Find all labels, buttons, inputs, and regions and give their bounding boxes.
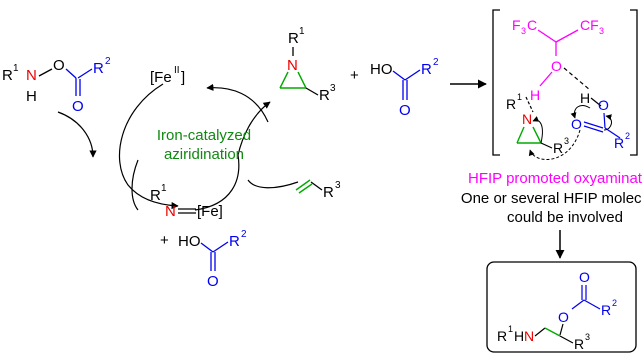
alkene-r3: R [323, 184, 334, 201]
product-r2-superscript: 2 [612, 298, 617, 308]
note-line1: One or several HFIP molecules [461, 190, 642, 207]
reagent-r2: R [93, 60, 104, 77]
reagent-r1-superscript: 1 [13, 63, 19, 74]
reagent-carbonyl-oxygen: O [72, 98, 84, 115]
product-r1: R [497, 328, 507, 344]
ts-carbonyl-oxygen: O [571, 116, 582, 132]
ts-cf3-right: CF [580, 17, 599, 33]
cycle-caption-line2: aziridination [164, 146, 244, 163]
nitrene-nitrogen: N [165, 203, 176, 220]
ts-nitrogen: N [522, 111, 532, 127]
product-r2: R [601, 302, 611, 318]
ts-cf3-right-subscript: 3 [599, 26, 604, 36]
product-box: O R 2 O R 1 H N R 3 [486, 261, 637, 353]
alkene-r3-superscript: 3 [335, 180, 341, 191]
ts-hfip-hydrogen: H [530, 87, 540, 103]
ts-r3: R [553, 140, 563, 156]
ts-cf3-left-c: C [527, 17, 537, 33]
cycle-caption-line1: Iron-catalyzed [157, 127, 251, 144]
product-r3: R [574, 336, 584, 352]
hfip-caption: HFIP promoted oxyamination [468, 170, 642, 187]
fe-ii-open: [Fe [150, 69, 172, 86]
plus-sign-top: + [350, 67, 359, 84]
acid-out-arrow [131, 159, 139, 211]
reagent-r2-superscript: 2 [105, 56, 111, 67]
product-r3-superscript: 3 [585, 332, 590, 342]
ts-acid-oxygen: O [598, 97, 609, 113]
note-line2: could be involved [507, 209, 623, 226]
fe-ii-superscript: II [174, 65, 180, 76]
ts-cf3-left-f: F [512, 17, 521, 33]
alkene-in-arrow [247, 179, 299, 189]
bracket-left [492, 9, 500, 156]
reagent-in-arrow [57, 111, 97, 158]
transition-state: F 3 C CF 3 O H H O R 2 O R 1 N R 3 [492, 9, 638, 161]
nitrene-r1: R [150, 187, 161, 204]
acid-bottom-ho: HO [178, 233, 201, 250]
ts-r1-superscript: 1 [517, 92, 522, 102]
product-frame [486, 261, 637, 353]
product-amine-hydrogen: H [514, 328, 524, 344]
acid-bottom-r2: R [229, 233, 240, 250]
product-carbonyl-oxygen: O [579, 269, 590, 285]
acid-top-r2: R [421, 61, 432, 78]
product-nitrogen: N [524, 328, 534, 344]
carboxylic-acid-bottom: HO O R 2 [178, 229, 247, 290]
ts-r2-superscript: 2 [625, 131, 630, 141]
ts-cf3-left-subscript: 3 [521, 26, 526, 36]
acid-bottom-r2-superscript: 2 [241, 229, 247, 240]
iron-nitrene: R 1 N [Fe] [150, 183, 223, 220]
cycle-arrow-left [118, 83, 179, 210]
aziridine-r1: R [288, 30, 299, 47]
aziridine-intermediate: R 1 N R 3 [279, 26, 336, 104]
nitrene-r1-superscript: 1 [161, 183, 167, 194]
acid-bottom-carbonyl-oxygen: O [207, 273, 219, 290]
hydroxylamine-reagent: R 1 N H O O R 2 [2, 56, 111, 115]
nitrene-fe: [Fe] [197, 203, 223, 220]
alkene: R 3 [295, 179, 341, 201]
bracket-right [630, 9, 638, 156]
acid-top-carbonyl-oxygen: O [399, 102, 411, 119]
cycle-arrow-right [194, 101, 271, 211]
reagent-oxygen: O [53, 57, 65, 74]
product-r1-superscript: 1 [508, 324, 513, 334]
ts-hfip-oxygen: O [551, 58, 562, 74]
ts-r1: R [506, 96, 516, 112]
aziridine-r3-superscript: 3 [330, 83, 336, 94]
cycle-arrow-top [206, 83, 269, 123]
ts-attack-arrow [528, 129, 581, 161]
reagent-nitrogen: N [26, 67, 37, 84]
acid-top-r2-superscript: 2 [433, 57, 439, 68]
aziridine-nitrogen: N [287, 57, 298, 74]
reagent-hydrogen: H [26, 88, 37, 105]
product-ester-oxygen: O [558, 309, 569, 325]
carboxylic-acid-top: HO O R 2 [370, 57, 439, 119]
reagent-r1: R [2, 67, 13, 84]
ts-acid-hydrogen: H [580, 90, 590, 106]
ts-r2: R [614, 135, 624, 151]
ts-r3-superscript: 3 [564, 136, 569, 146]
acid-top-ho: HO [370, 61, 393, 78]
aziridine-r1-superscript: 1 [299, 26, 305, 37]
aziridine-r3: R [319, 87, 330, 104]
iron-ii-catalyst: [Fe II ] [150, 65, 185, 86]
fe-ii-close: ] [181, 69, 185, 86]
plus-sign-bottom: + [160, 232, 169, 249]
